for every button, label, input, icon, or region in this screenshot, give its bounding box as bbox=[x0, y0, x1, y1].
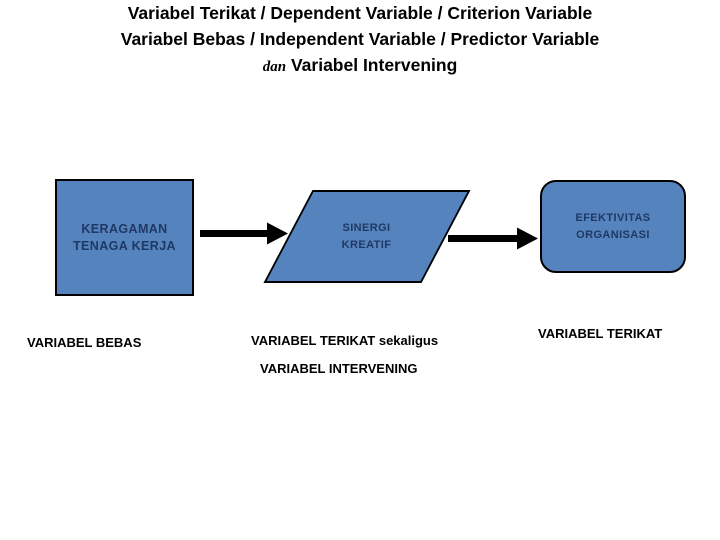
label-variabel-terikat: VARIABEL TERIKAT bbox=[538, 326, 663, 341]
arrow-right-icon bbox=[200, 222, 288, 245]
slide-title-line-1: Variabel Terikat / Dependent Variable / … bbox=[127, 3, 593, 23]
label-variabel-intervening: VARIABEL INTERVENING bbox=[260, 361, 418, 376]
node-sinergi-label: SINERGI KREATIF bbox=[263, 190, 470, 283]
node-efektivitas-rounded-rectangle bbox=[540, 180, 686, 273]
node-sinergi-line-2: KREATIF bbox=[341, 238, 392, 251]
node-keragaman-line-1: KERAGAMAN bbox=[81, 221, 168, 236]
label-variabel-terikat-sekaligus: VARIABEL TERIKAT sekaligus bbox=[251, 333, 439, 348]
arrow-right-icon bbox=[448, 227, 538, 250]
node-efektivitas-label: EFEKTIVITAS ORGANISASI bbox=[540, 180, 686, 273]
slide-title-line-2: Variabel Bebas / Independent Variable / … bbox=[120, 29, 600, 49]
node-efektivitas-line-1: EFEKTIVITAS bbox=[575, 211, 651, 224]
slide-title-line-3: dan Variabel Intervening bbox=[0, 52, 720, 80]
slide-title-line-3-rest: Variabel Intervening bbox=[290, 55, 458, 75]
slide-title-dan-word: dan bbox=[262, 59, 287, 75]
node-keragaman-label: KERAGAMAN TENAGA KERJA bbox=[55, 179, 194, 296]
node-sinergi-line-1: SINERGI bbox=[342, 221, 391, 234]
node-keragaman-line-2: TENAGA KERJA bbox=[73, 238, 176, 253]
slide-title: Variabel Terikat / Dependent Variable / … bbox=[0, 0, 720, 80]
node-efektivitas-line-2: ORGANISASI bbox=[576, 228, 650, 241]
label-variabel-bebas: VARIABEL BEBAS bbox=[27, 335, 142, 350]
node-keragaman-rectangle bbox=[55, 179, 194, 296]
